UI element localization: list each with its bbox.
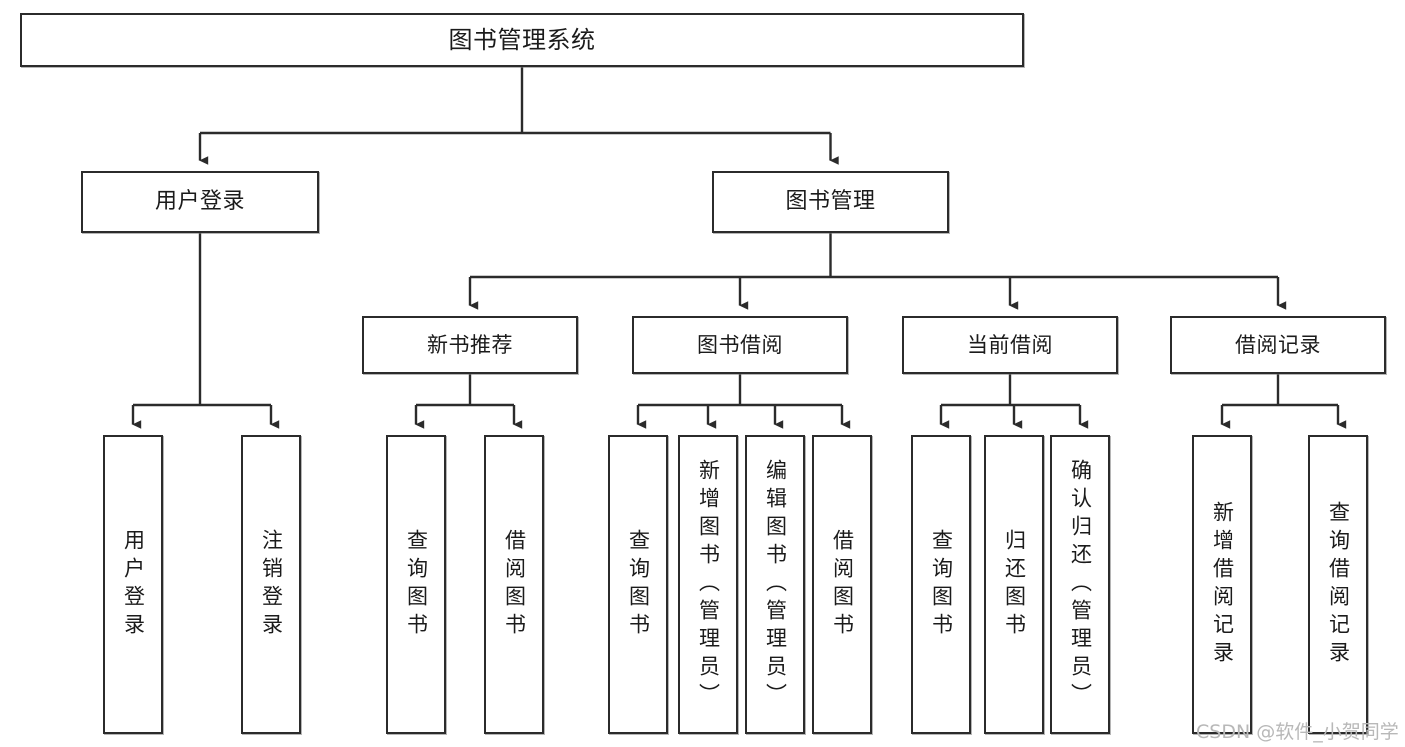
node-leaf-confirm-return-admin-label: 确认归还（管理员）	[1068, 458, 1093, 711]
node-leaf-edit-book-admin-label: 编辑图书（管理员）	[763, 458, 788, 711]
node-new-book-recommend[interactable]: 新书推荐	[362, 316, 578, 374]
node-leaf-confirm-return-admin[interactable]: 确认归还（管理员）	[1050, 435, 1110, 734]
node-leaf-add-record[interactable]: 新增借阅记录	[1192, 435, 1252, 734]
csdn-watermark: CSDN @软件_小贺同学	[1196, 721, 1399, 743]
node-leaf-query-book-2[interactable]: 查询图书	[608, 435, 668, 734]
node-new-book-recommend-label: 新书推荐	[427, 332, 513, 357]
node-leaf-query-record[interactable]: 查询借阅记录	[1308, 435, 1368, 734]
node-book-manage-label: 图书管理	[785, 189, 876, 215]
node-leaf-return-book[interactable]: 归还图书	[984, 435, 1044, 734]
node-leaf-user-login-label: 用户登录	[121, 528, 146, 641]
node-leaf-edit-book-admin[interactable]: 编辑图书（管理员）	[745, 435, 805, 734]
node-leaf-query-book-3-label: 查询图书	[929, 528, 954, 641]
node-book-borrow-label: 图书借阅	[697, 332, 783, 357]
node-leaf-return-book-label: 归还图书	[1002, 528, 1027, 641]
node-book-borrow[interactable]: 图书借阅	[632, 316, 848, 374]
node-user-login-label: 用户登录	[154, 189, 245, 215]
node-leaf-add-book-admin[interactable]: 新增图书（管理员）	[678, 435, 738, 734]
node-leaf-query-book-2-label: 查询图书	[626, 528, 651, 641]
node-leaf-logout-label: 注销登录	[259, 528, 284, 641]
node-root[interactable]: 图书管理系统	[20, 13, 1024, 67]
node-book-manage[interactable]: 图书管理	[712, 171, 949, 233]
node-leaf-borrow-book-2[interactable]: 借阅图书	[812, 435, 872, 734]
node-leaf-borrow-book-1[interactable]: 借阅图书	[484, 435, 544, 734]
node-leaf-query-record-label: 查询借阅记录	[1326, 500, 1351, 669]
node-leaf-query-book-3[interactable]: 查询图书	[911, 435, 971, 734]
node-current-borrow[interactable]: 当前借阅	[902, 316, 1118, 374]
node-borrow-record-label: 借阅记录	[1235, 332, 1321, 357]
node-user-login[interactable]: 用户登录	[81, 171, 319, 233]
node-leaf-borrow-book-1-label: 借阅图书	[502, 528, 527, 641]
node-leaf-query-book-1[interactable]: 查询图书	[386, 435, 446, 734]
node-leaf-user-login[interactable]: 用户登录	[103, 435, 163, 734]
node-borrow-record[interactable]: 借阅记录	[1170, 316, 1386, 374]
node-leaf-add-book-admin-label: 新增图书（管理员）	[696, 458, 721, 711]
node-current-borrow-label: 当前借阅	[967, 332, 1053, 357]
node-leaf-logout[interactable]: 注销登录	[241, 435, 301, 734]
node-leaf-add-record-label: 新增借阅记录	[1210, 500, 1235, 669]
node-root-label: 图书管理系统	[448, 26, 596, 54]
node-leaf-borrow-book-2-label: 借阅图书	[830, 528, 855, 641]
node-leaf-query-book-1-label: 查询图书	[404, 528, 429, 641]
